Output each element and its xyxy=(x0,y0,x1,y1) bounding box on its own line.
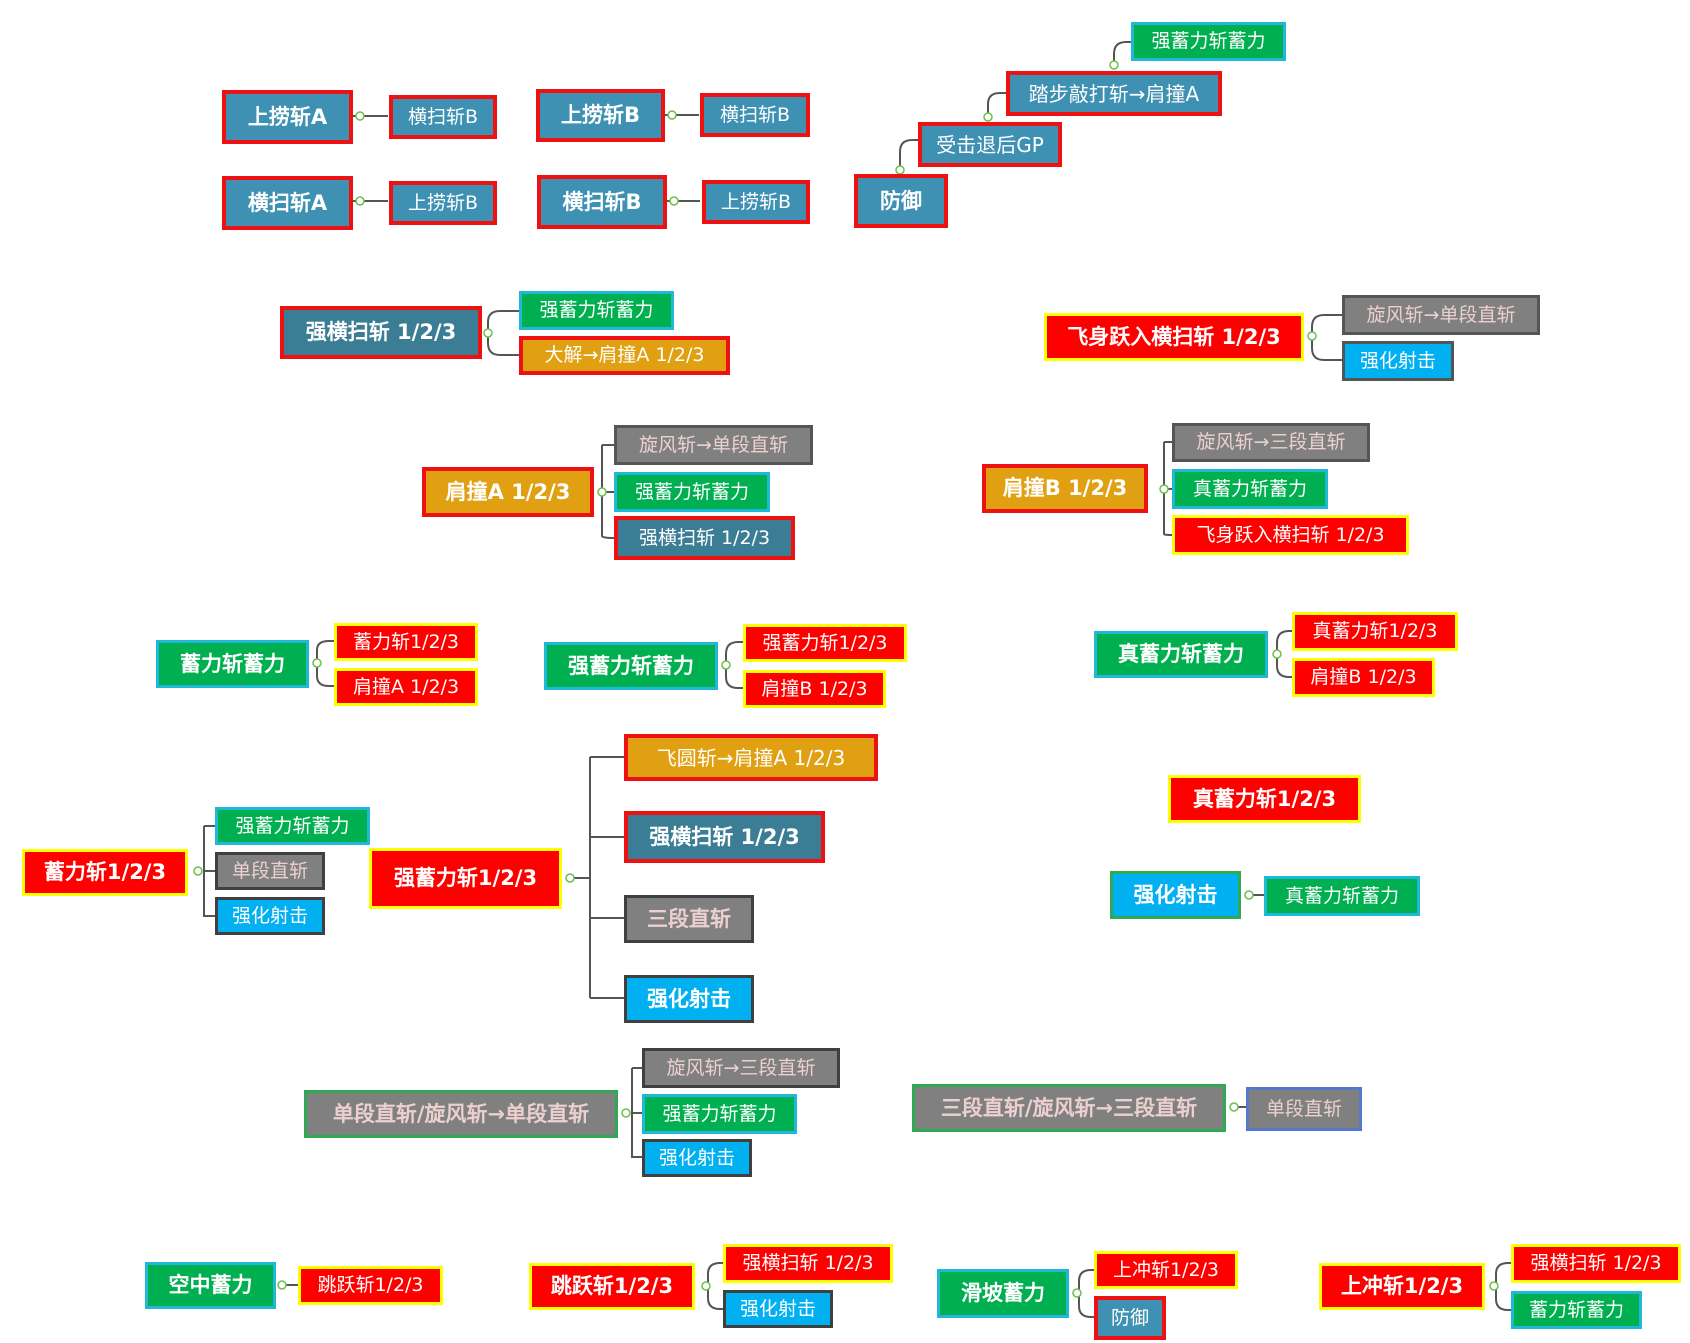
node-defense[interactable]: 防御 xyxy=(854,174,948,228)
node-strong-horizontal[interactable]: 强横扫斩 1/2/3 xyxy=(280,306,482,359)
node-strong-charge-hold-1[interactable]: 强蓄力斩蓄力 xyxy=(1131,22,1286,61)
node-step-strike-shoulder-a[interactable]: 踏步敲打斩→肩撞A xyxy=(1006,71,1222,116)
node-whirlwind-single-2[interactable]: 旋风斩→单段直斩 xyxy=(614,425,813,465)
node-shoulder-a[interactable]: 肩撞A 1/2/3 xyxy=(422,467,594,517)
node-horizontal-a[interactable]: 横扫斩A xyxy=(222,176,353,230)
node-flying-circle-shoulder-a[interactable]: 飞圆斩→肩撞A 1/2/3 xyxy=(624,734,878,781)
node-upswing-b-2[interactable]: 上捞斩B xyxy=(702,180,810,224)
node-strong-charge-hold-5[interactable]: 强蓄力斩蓄力 xyxy=(642,1094,797,1134)
node-strong-horizontal-3[interactable]: 强横扫斩 1/2/3 xyxy=(624,811,825,863)
node-strong-horizontal-2[interactable]: 强横扫斩 1/2/3 xyxy=(614,516,795,560)
node-charge-hold-2[interactable]: 蓄力斩蓄力 xyxy=(1511,1291,1642,1329)
node-slide-charge[interactable]: 滑坡蓄力 xyxy=(937,1269,1069,1318)
node-big-release-shoulder-a[interactable]: 大解→肩撞A 1/2/3 xyxy=(519,336,730,375)
node-strong-charge-hold-2[interactable]: 强蓄力斩蓄力 xyxy=(519,291,674,330)
node-true-charge-hold-1[interactable]: 真蓄力斩蓄力 xyxy=(1172,469,1328,509)
node-true-charge-hold-root[interactable]: 真蓄力斩蓄力 xyxy=(1094,631,1268,678)
node-true-charge-slash-1[interactable]: 真蓄力斩1/2/3 xyxy=(1292,612,1458,651)
node-charge-slash-root[interactable]: 蓄力斩1/2/3 xyxy=(22,849,188,896)
node-jump-slash-1[interactable]: 跳跃斩1/2/3 xyxy=(298,1266,443,1305)
node-strong-charge-slash-root[interactable]: 强蓄力斩1/2/3 xyxy=(369,848,562,909)
node-hit-retreat-gp[interactable]: 受击退后GP xyxy=(918,122,1062,167)
node-jump-slash-root[interactable]: 跳跃斩1/2/3 xyxy=(529,1263,695,1310)
node-flying-leap-horizontal-2[interactable]: 飞身跃入横扫斩 1/2/3 xyxy=(1172,515,1409,555)
node-strong-horizontal-5[interactable]: 强横扫斩 1/2/3 xyxy=(1511,1244,1681,1283)
node-charge-slash-1[interactable]: 蓄力斩1/2/3 xyxy=(334,623,478,661)
node-whirlwind-triple-1[interactable]: 旋风斩→三段直斩 xyxy=(1172,423,1370,462)
node-strong-charge-hold-4[interactable]: 强蓄力斩蓄力 xyxy=(215,807,370,845)
node-shoulder-a-2[interactable]: 肩撞A 1/2/3 xyxy=(334,668,478,706)
node-upswing-b-root[interactable]: 上捞斩B xyxy=(536,89,665,142)
node-rising-slash-1[interactable]: 上冲斩1/2/3 xyxy=(1094,1251,1238,1289)
node-strong-charge-slash-1[interactable]: 强蓄力斩1/2/3 xyxy=(743,624,907,662)
node-strong-horizontal-4[interactable]: 强横扫斩 1/2/3 xyxy=(723,1244,893,1283)
node-horizontal-b-root[interactable]: 横扫斩B xyxy=(537,175,667,229)
node-enhanced-shot-root[interactable]: 强化射击 xyxy=(1110,871,1241,919)
node-single-straight-root[interactable]: 单段直斩/旋风斩→单段直斩 xyxy=(304,1090,618,1138)
node-flying-leap-horizontal[interactable]: 飞身跃入横扫斩 1/2/3 xyxy=(1044,313,1304,361)
node-upswing-b[interactable]: 上捞斩B xyxy=(389,181,497,225)
node-shoulder-b[interactable]: 肩撞B 1/2/3 xyxy=(982,464,1148,513)
node-enhanced-shot-2[interactable]: 强化射击 xyxy=(215,897,325,935)
node-defense-2[interactable]: 防御 xyxy=(1094,1296,1166,1340)
node-strong-charge-hold-3[interactable]: 强蓄力斩蓄力 xyxy=(614,472,770,512)
node-enhanced-shot-5[interactable]: 强化射击 xyxy=(723,1290,833,1328)
node-whirlwind-triple-2[interactable]: 旋风斩→三段直斩 xyxy=(642,1048,840,1088)
node-single-straight-2[interactable]: 单段直斩 xyxy=(1246,1087,1362,1131)
node-shoulder-b-3[interactable]: 肩撞B 1/2/3 xyxy=(1292,658,1435,697)
node-aerial-charge[interactable]: 空中蓄力 xyxy=(145,1262,276,1309)
node-enhanced-shot-1[interactable]: 强化射击 xyxy=(1342,341,1454,381)
node-single-straight-1[interactable]: 单段直斩 xyxy=(215,852,325,890)
node-true-charge-slash-root[interactable]: 真蓄力斩1/2/3 xyxy=(1168,775,1361,823)
node-horizontal-b-2[interactable]: 横扫斩B xyxy=(700,93,810,137)
node-enhanced-shot-4[interactable]: 强化射击 xyxy=(642,1139,752,1177)
node-shoulder-b-2[interactable]: 肩撞B 1/2/3 xyxy=(743,670,886,708)
node-rising-slash-root[interactable]: 上冲斩1/2/3 xyxy=(1319,1263,1485,1310)
node-true-charge-hold-2[interactable]: 真蓄力斩蓄力 xyxy=(1264,876,1420,916)
node-whirlwind-single-1[interactable]: 旋风斩→单段直斩 xyxy=(1342,295,1540,335)
node-triple-straight-root[interactable]: 三段直斩/旋风斩→三段直斩 xyxy=(912,1084,1226,1132)
node-triple-straight-1[interactable]: 三段直斩 xyxy=(624,895,754,943)
node-strong-charge-hold-root[interactable]: 强蓄力斩蓄力 xyxy=(544,642,718,690)
node-horizontal-b[interactable]: 横扫斩B xyxy=(389,95,497,139)
node-enhanced-shot-3[interactable]: 强化射击 xyxy=(624,975,754,1023)
node-upswing-a[interactable]: 上捞斩A xyxy=(222,90,353,144)
node-charge-hold[interactable]: 蓄力斩蓄力 xyxy=(156,640,309,688)
